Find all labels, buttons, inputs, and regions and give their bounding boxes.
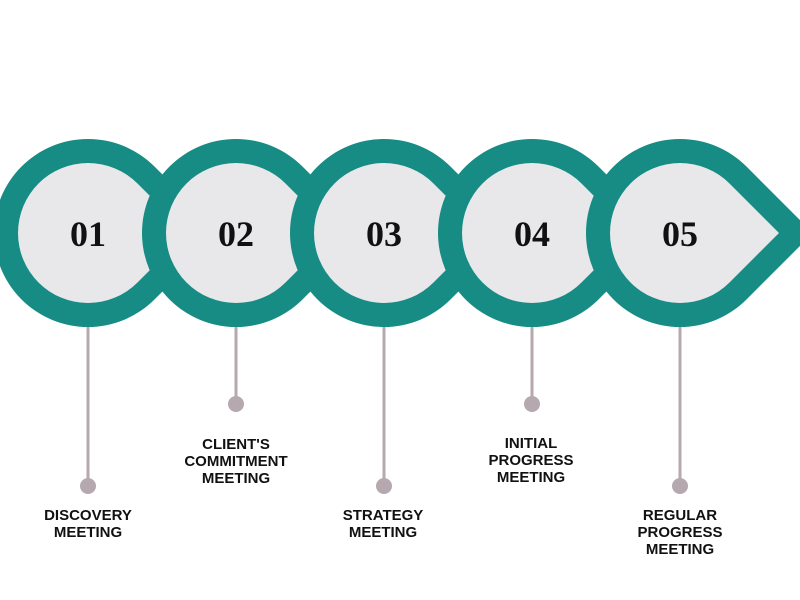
connectors-layer — [80, 317, 688, 494]
step-number-05: 05 — [662, 214, 698, 254]
step-drops-layer: 01 02 03 04 05 — [0, 138, 800, 327]
step-drop-05: 05 — [586, 139, 800, 327]
connector-dot-01 — [80, 478, 96, 494]
step-label-05: REGULAR PROGRESS MEETING — [637, 507, 723, 558]
step-inner — [165, 163, 335, 303]
step-number-02: 02 — [218, 214, 254, 254]
step-number-01: 01 — [70, 214, 106, 254]
step-inner — [610, 162, 779, 303]
step-inner — [314, 163, 483, 303]
step-label-02: CLIENT'S COMMITMENT MEETING — [184, 436, 288, 487]
connector-dot-05 — [672, 478, 688, 494]
step-number-03: 03 — [366, 214, 402, 254]
step-inner — [17, 163, 187, 303]
connector-dot-04 — [524, 396, 540, 412]
step-label-04: INITIAL PROGRESS MEETING — [488, 435, 574, 486]
connector-dot-02 — [228, 396, 244, 412]
step-number-04: 04 — [514, 214, 550, 254]
step-label-03: STRATEGY MEETING — [342, 507, 424, 541]
step-inner — [462, 163, 631, 303]
connector-dot-03 — [376, 478, 392, 494]
step-label-01: DISCOVERY MEETING — [44, 507, 132, 541]
